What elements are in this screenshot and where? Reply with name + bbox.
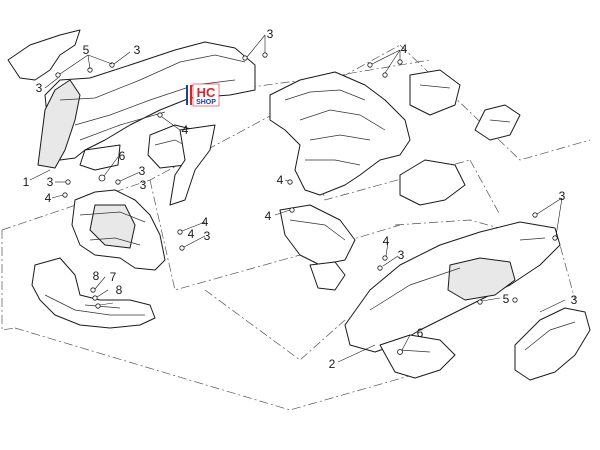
logo-text-shop: SHOP	[196, 99, 216, 106]
callout-label: 3	[134, 43, 141, 57]
callout-label: 7	[110, 270, 117, 284]
callout-label: 3	[139, 164, 146, 178]
side-panel-window	[514, 307, 591, 381]
lower-frame-members	[279, 159, 466, 291]
part-1-upper-fairing	[7, 29, 256, 206]
callout-label: 3	[47, 175, 54, 189]
callout-label: 4	[265, 209, 272, 223]
callout-label: 4	[188, 227, 195, 241]
callout-label: 1	[23, 175, 30, 189]
callout-label: 8	[116, 283, 123, 297]
callout-label: 8	[93, 269, 100, 283]
callout-label: 3	[559, 189, 566, 203]
callout-label: 4	[182, 123, 189, 137]
callout-label: 4	[401, 42, 408, 56]
callout-label: 4	[202, 215, 209, 229]
logo-text-hc: HC	[197, 85, 216, 100]
part-2-side-fairing	[344, 221, 561, 379]
callout-label: 3	[204, 229, 211, 243]
callout-label: 3	[571, 293, 578, 307]
callout-label: 2	[329, 357, 336, 371]
callout-label: 3	[140, 178, 147, 192]
callout-label: 3	[267, 27, 274, 41]
callout-label: 4	[383, 234, 390, 248]
callout-label: 6	[119, 149, 126, 163]
callout-labels: 5 3 3 3 4 4 6 3 1 3 4 3 4 4 4 3 4 3 3 4 …	[23, 27, 578, 371]
leader-lines	[29, 34, 566, 363]
fasteners	[55, 52, 558, 355]
callout-label: 5	[83, 43, 90, 57]
callout-label: 5	[503, 292, 510, 306]
callout-label: 4	[277, 173, 284, 187]
central-frame	[269, 69, 521, 196]
callout-label: 6	[417, 326, 424, 340]
callout-label: 4	[45, 191, 52, 205]
callout-label: 3	[398, 248, 405, 262]
callout-label: 3	[36, 81, 43, 95]
part-6-headlight-housing	[71, 189, 166, 271]
hc-shop-logo: HC SHOP	[186, 83, 220, 107]
front-lower-spoiler	[31, 257, 156, 329]
